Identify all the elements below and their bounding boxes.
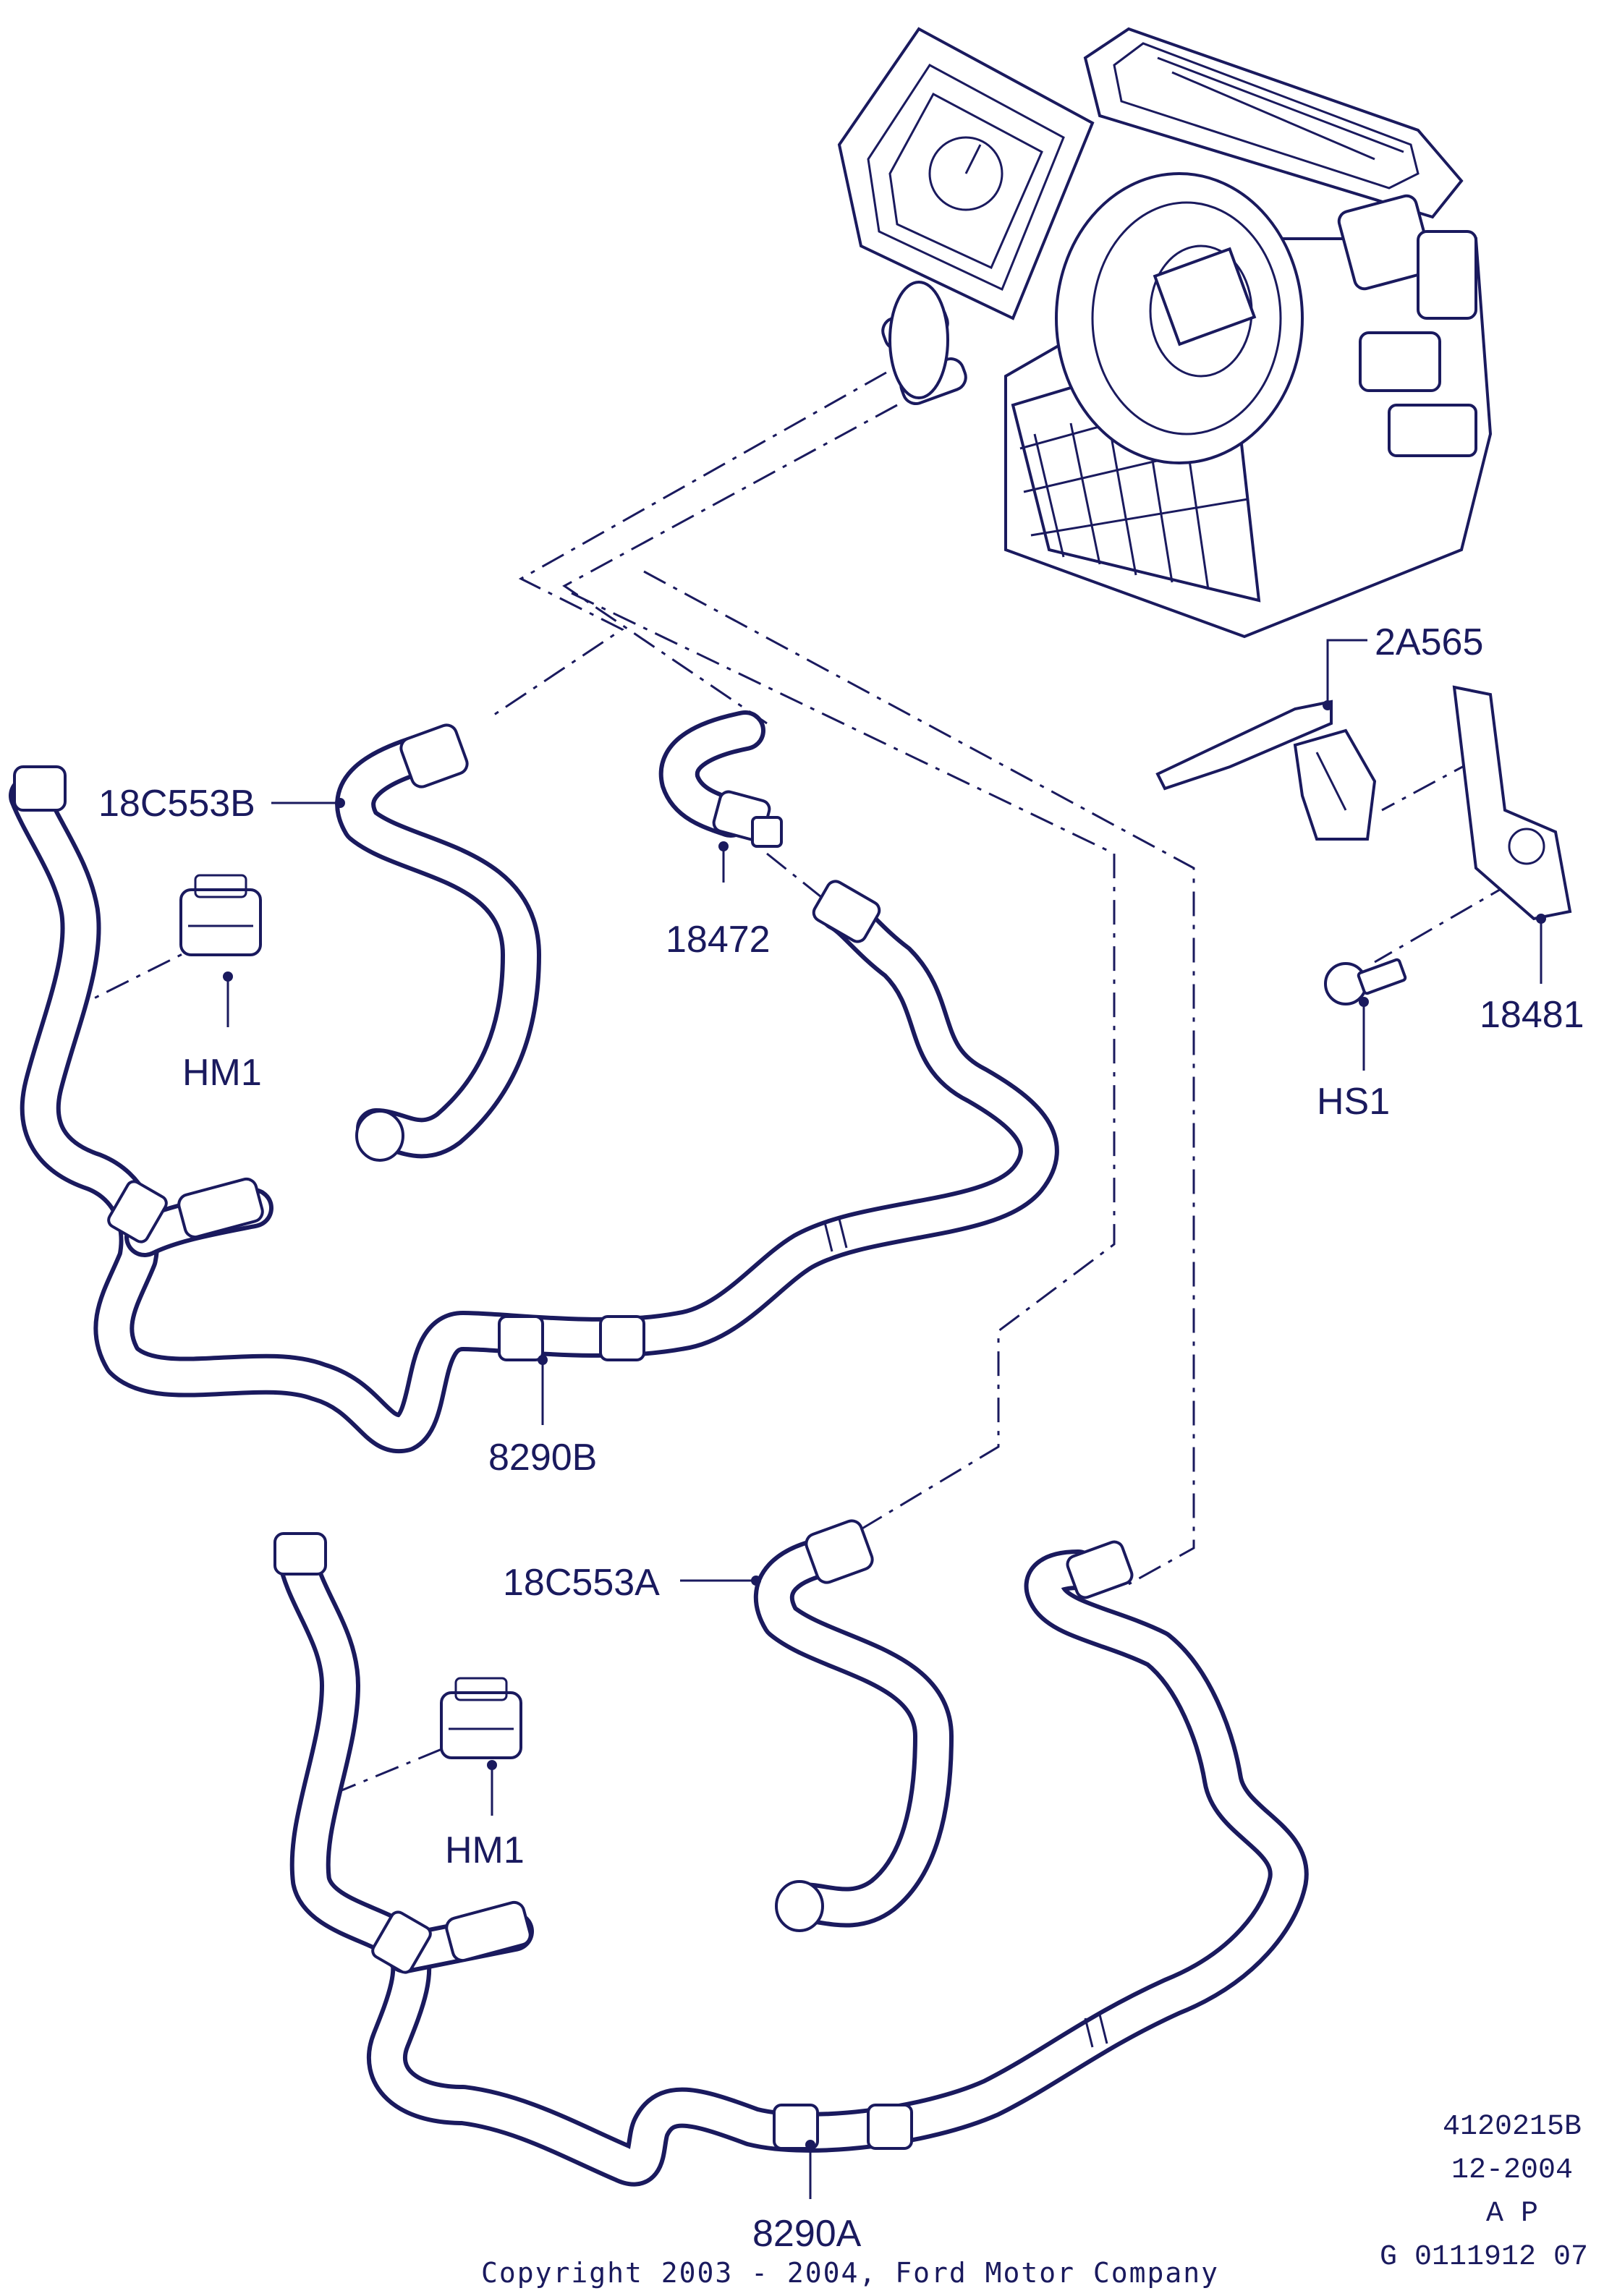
- heater-blower-assembly: [837, 27, 1493, 639]
- bracket-18481: [1452, 685, 1572, 921]
- part-label-8290a: 8290A: [752, 2213, 862, 2255]
- drawing-ref-number: 4120215B: [1443, 2111, 1582, 2143]
- part-label-hs1: HS1: [1317, 1081, 1390, 1123]
- part-label-18c553a: 18C553A: [503, 1562, 660, 1604]
- hose-assembly-8290a: [273, 1532, 1309, 2187]
- connector-18472: [658, 710, 783, 848]
- part-label-8290b: 8290B: [488, 1437, 597, 1479]
- hose-18c553a: [753, 1519, 954, 1932]
- drawing-info-block: 4120215B 12-2004 A P G 0111912 07: [1380, 2111, 1588, 2274]
- bracket-2a565: [1155, 700, 1377, 841]
- drawing-id: G 0111912 07: [1380, 2241, 1588, 2274]
- part-label-hm1-bottom: HM1: [445, 1829, 525, 1871]
- part-label-2a565: 2A565: [1375, 621, 1483, 663]
- leader-lines: [223, 639, 1546, 2199]
- part-label-18472: 18472: [666, 919, 771, 961]
- copyright-notice: Copyright 2003 - 2004, Ford Motor Compan…: [481, 2257, 1219, 2289]
- clamp-hm1-top: [179, 874, 262, 956]
- clamp-hm1-bottom: [440, 1677, 522, 1759]
- hose-18c553b: [335, 723, 541, 1162]
- hose-assembly-8290b: [9, 765, 1059, 1453]
- part-label-hm1-top: HM1: [182, 1052, 262, 1094]
- part-label-18481: 18481: [1480, 994, 1584, 1036]
- part-label-18c553b: 18C553B: [98, 783, 255, 825]
- drawing-date: 12-2004: [1451, 2154, 1573, 2187]
- bolt-hs1: [1324, 958, 1407, 1005]
- drawing-code: A P: [1486, 2198, 1538, 2230]
